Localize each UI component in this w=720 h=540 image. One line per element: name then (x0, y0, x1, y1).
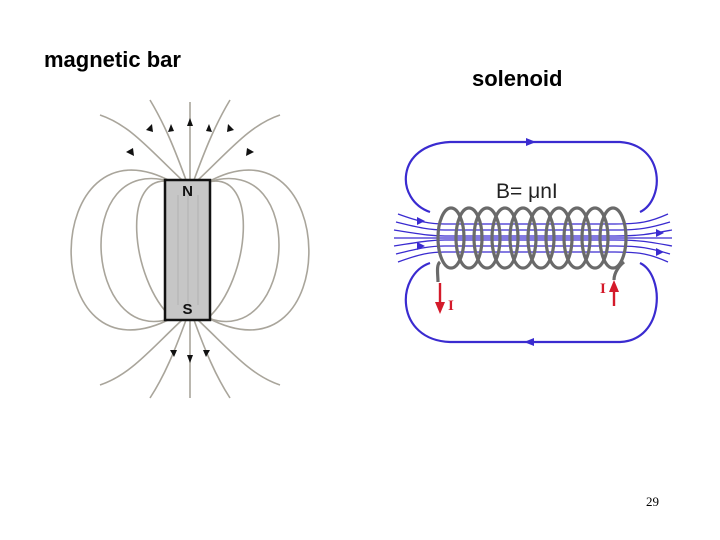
bar-magnet: N S (163, 178, 212, 322)
current-arrow-left (435, 283, 445, 314)
page-number: 29 (646, 494, 659, 509)
solenoid-coil (435, 206, 628, 283)
current-arrow-right (609, 280, 619, 306)
south-pole-label: S (182, 301, 192, 318)
current-label-left: I (448, 298, 454, 314)
solenoid-outer-field-lines (404, 140, 658, 344)
solenoid-formula: B= μnI (496, 180, 558, 203)
current-label-right: I (600, 281, 606, 297)
bar-magnet-field-lines (70, 99, 310, 399)
solenoid-diagram: B= μnI I I (393, 138, 673, 346)
bar-magnet-diagram: N S (70, 99, 310, 399)
bar-magnet-title: magnetic bar (44, 47, 181, 72)
solenoid-title: solenoid (472, 66, 563, 91)
north-pole-label: N (182, 183, 193, 200)
solenoid-field-arrows (417, 138, 664, 346)
